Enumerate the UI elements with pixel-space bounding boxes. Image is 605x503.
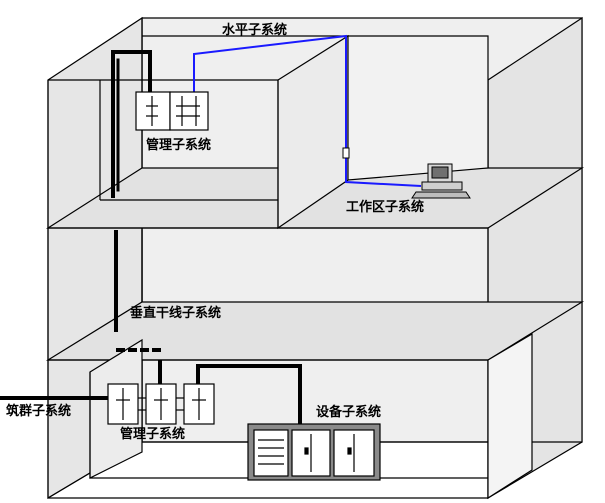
upper-room-side <box>347 35 489 181</box>
computer-icon <box>411 163 471 199</box>
backbone-cable-upper <box>111 50 152 198</box>
label-work-area: 工作区子系统 <box>346 199 424 215</box>
horizontal-blue-cable <box>193 34 422 188</box>
label-equipment: 设备子系统 <box>316 404 381 420</box>
label-building-group: 筑群子系统 <box>6 403 71 419</box>
label-management-lower: 管理子系统 <box>120 426 185 442</box>
label-vertical-backbone: 垂直干线子系统 <box>130 305 221 321</box>
ground-right-door <box>487 332 533 500</box>
equipment-cabinet-icon <box>247 423 381 481</box>
wall-outlet-icon <box>342 147 350 159</box>
label-management-upper: 管理子系统 <box>146 137 211 153</box>
equipment-cable <box>196 364 302 426</box>
patch-panel-icon <box>135 91 209 131</box>
cables <box>0 34 422 426</box>
label-horizontal-subsystem: 水平子系统 <box>222 22 287 38</box>
patch-panel-icon <box>107 383 215 425</box>
